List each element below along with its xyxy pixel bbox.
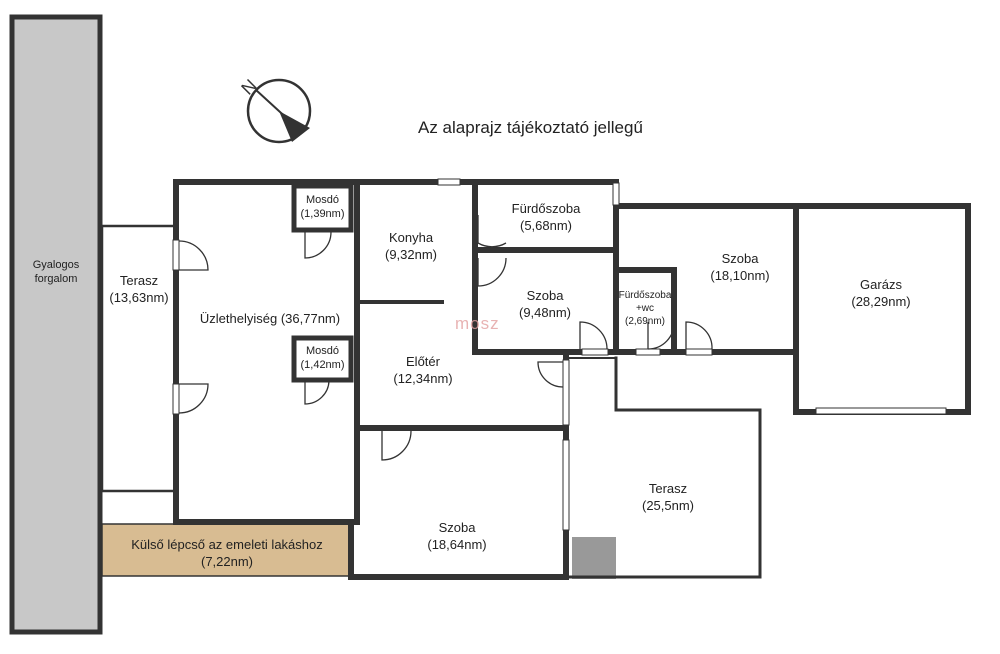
room-label-washroom-2: Mosdó(1,42nm)	[300, 345, 345, 371]
room-label-hallway: Előtér(12,34nm)	[393, 354, 453, 386]
room-label-garage: Garázs(28,29nm)	[851, 277, 911, 309]
step-block	[572, 537, 616, 579]
sidewalk-strip	[9, 14, 103, 635]
north-arrow-icon: N	[237, 75, 312, 144]
watermark: mosz	[455, 314, 500, 333]
room-label-room-small: Szoba(9,48nm)	[518, 288, 572, 320]
walls	[100, 179, 971, 580]
room-label-terrace-back: Terasz(25,5nm)	[641, 481, 695, 513]
room-label-room-bottom: Szoba(18,64nm)	[427, 520, 487, 552]
room-label-washroom-1: Mosdó(1,39nm)	[300, 194, 345, 220]
room-label-bathroom-wc: Fürdőszoba+wc(2,69nm)	[618, 290, 672, 327]
plan-title: Az alaprajz tájékoztató jellegű	[418, 118, 643, 137]
compass-label: N	[237, 75, 260, 98]
room-label-bathroom-1: Fürdőszoba(5,68nm)	[511, 201, 581, 233]
room-label-stairs: Külső lépcső az emeleti lakáshoz(7,22nm)	[131, 537, 323, 569]
windows	[172, 178, 947, 531]
doors	[178, 215, 713, 461]
room-label-terrace-front: Terasz(13,63nm)	[109, 273, 169, 305]
room-label-shop: Üzlethelyiség (36,77nm)	[199, 311, 341, 326]
stairs-area	[101, 523, 350, 577]
room-label-room-large: Szoba(18,10nm)	[710, 251, 770, 283]
room-label-kitchen: Konyha(9,32nm)	[384, 230, 438, 262]
